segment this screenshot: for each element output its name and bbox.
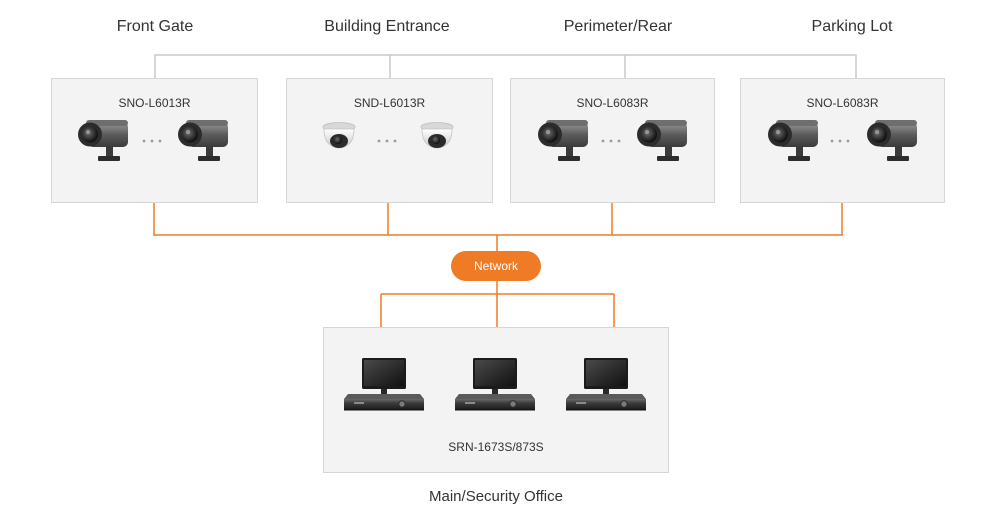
zone-links-to-trunk <box>153 173 843 235</box>
zone-box-building-entrance: SND-L6013R <box>286 78 493 203</box>
office-label: Main/Security Office <box>429 488 563 505</box>
network-node: Network <box>451 251 541 281</box>
zone-label-parking-lot: Parking Lot <box>811 18 893 35</box>
camera-model-label: SND-L6013R <box>353 96 426 110</box>
zone-label-perimeter-rear: Perimeter/Rear <box>563 18 673 35</box>
nvr-model-label: SRN-1673S/873S <box>448 440 544 454</box>
camera-model-label: SNO-L6083R <box>576 96 649 110</box>
monitor-nvr-station-icon <box>454 357 536 411</box>
monitor-nvr-station-icon <box>565 357 647 411</box>
zone-bracket-line <box>154 54 857 78</box>
monitor-nvr-station-icon <box>343 357 425 411</box>
zone-label-front-gate: Front Gate <box>116 18 194 35</box>
camera-model-label: SNO-L6083R <box>806 96 879 110</box>
camera-model-label: SNO-L6013R <box>118 96 191 110</box>
zone-label-building-entrance: Building Entrance <box>324 18 450 35</box>
